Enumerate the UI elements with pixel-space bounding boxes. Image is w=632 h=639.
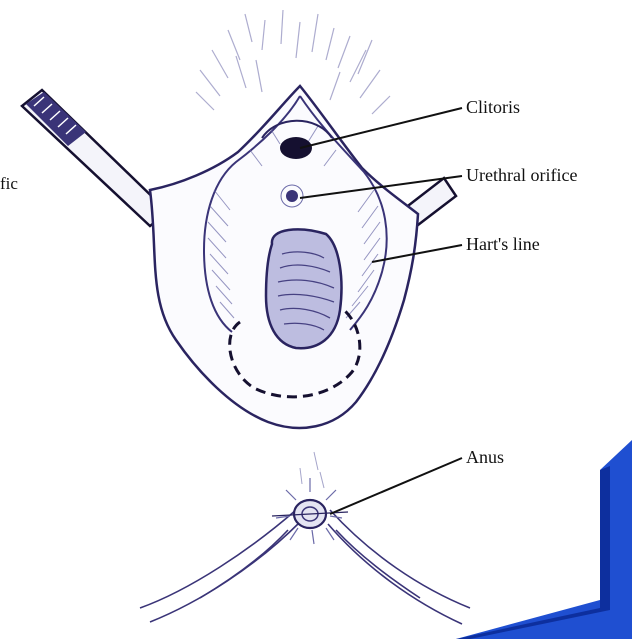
- vaginal-opening: [266, 229, 341, 348]
- blue-corner-accent: [456, 440, 632, 639]
- perineum-strokes: [300, 452, 324, 488]
- anus-label: Anus: [466, 448, 504, 466]
- left-retractor: [22, 90, 168, 226]
- cut-off-label: fic: [0, 175, 18, 192]
- clitoris-label: Clitoris: [466, 98, 520, 116]
- harts-line-label: Hart's line: [466, 235, 540, 253]
- leader-line-anus: [330, 458, 462, 514]
- urethral-orifice-label: Urethral orifice: [466, 166, 577, 184]
